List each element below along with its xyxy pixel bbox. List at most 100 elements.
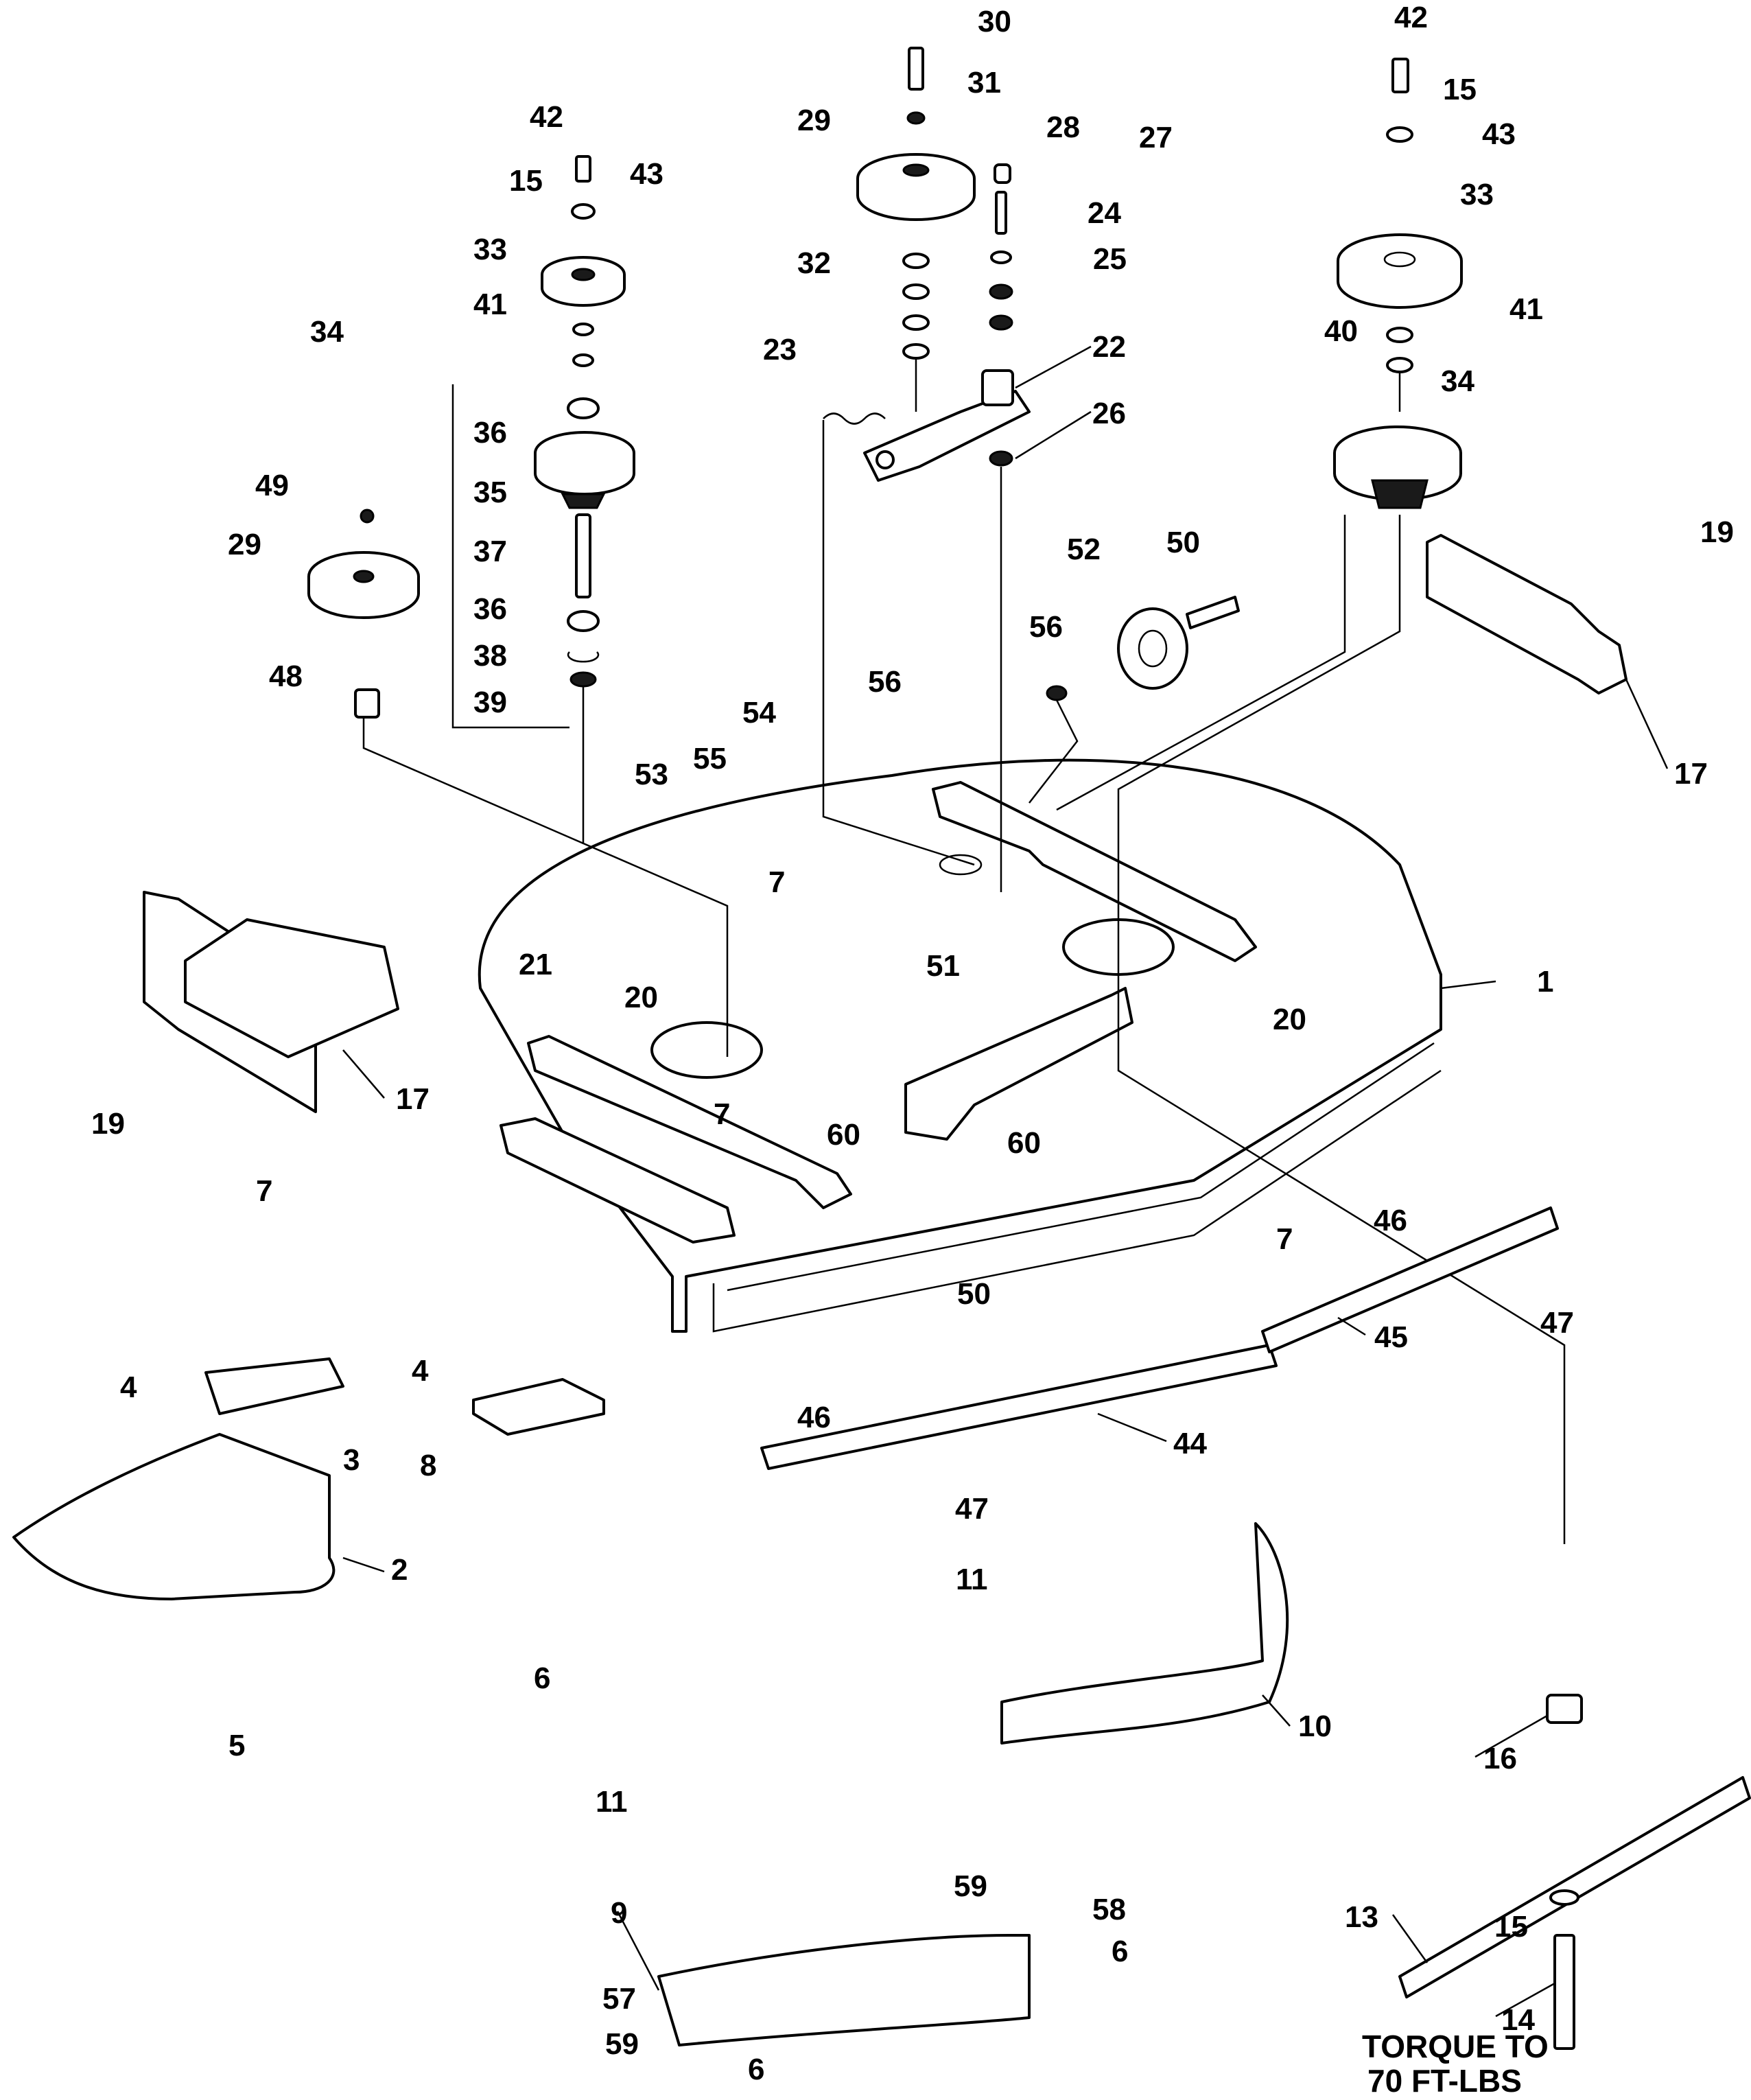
deck-cover-2 (12, 1433, 336, 1600)
callout-55: 55 (693, 742, 727, 775)
rear-baffle-9 (657, 1934, 1031, 2046)
callout-45: 45 (1374, 1320, 1408, 1354)
callout-56b: 56 (1029, 610, 1063, 644)
deck-front-bracket-left (500, 1035, 852, 1244)
callout-43b: 43 (1482, 117, 1516, 151)
front-baffle-45 (1261, 1206, 1559, 1353)
rear-baffle-10 (1000, 1522, 1289, 1745)
side-bracket-left-17 (143, 891, 399, 1113)
right-spindle-stack (1056, 58, 1566, 1544)
callout-6b: 6 (1112, 1935, 1128, 1968)
callout-25: 25 (1093, 242, 1127, 276)
callout-37: 37 (473, 535, 507, 568)
callout-39: 39 (473, 686, 507, 719)
callout-6a: 6 (534, 1661, 550, 1695)
callout-13: 13 (1345, 1900, 1378, 1934)
callout-60a: 60 (827, 1118, 860, 1152)
callout-49: 49 (255, 469, 289, 502)
callout-29b: 29 (228, 528, 261, 561)
callout-41b: 41 (1509, 292, 1543, 326)
center-idler-stack (822, 47, 1013, 892)
callout-16: 16 (1483, 1742, 1517, 1775)
callout-47b: 47 (955, 1492, 989, 1526)
callout-47a: 47 (1540, 1306, 1574, 1340)
callout-32: 32 (797, 246, 831, 280)
callout-35: 35 (473, 476, 507, 509)
callout-10: 10 (1298, 1710, 1332, 1743)
callout-3: 3 (343, 1443, 360, 1477)
deck-rear-bracket-right (904, 781, 1257, 1141)
callout-52: 52 (1067, 533, 1101, 566)
callout-30: 30 (978, 5, 1011, 38)
idler-pulley-52 (1029, 596, 1240, 804)
callout-23: 23 (763, 333, 797, 366)
callout-22: 22 (1092, 330, 1126, 364)
callout-56a: 56 (868, 665, 902, 699)
callout-15b: 15 (1443, 73, 1477, 106)
callout-54: 54 (742, 696, 776, 730)
callout-57: 57 (602, 1982, 636, 2016)
callout-7c: 7 (714, 1097, 730, 1131)
callout-46a: 46 (1374, 1204, 1407, 1237)
callout-53: 53 (635, 758, 668, 791)
torque-note-line2: 70 FT-LBS (1367, 2063, 1522, 2099)
callout-34b: 34 (1441, 364, 1474, 398)
callout-58: 58 (1092, 1893, 1126, 1926)
callout-51: 51 (926, 949, 960, 983)
callout-15c: 15 (1494, 1910, 1528, 1944)
bracket-8 (472, 1378, 605, 1436)
front-baffle-44 (760, 1344, 1278, 1470)
callout-28: 28 (1046, 110, 1080, 144)
blade-13 (1398, 1776, 1751, 1998)
callout-44: 44 (1173, 1427, 1207, 1460)
callout-43a: 43 (630, 157, 663, 191)
callout-59b: 59 (605, 2027, 639, 2061)
callout-15a: 15 (509, 164, 543, 198)
callout-36a: 36 (473, 416, 507, 450)
torque-note-line1: TORQUE TO (1362, 2029, 1549, 2064)
callout-24: 24 (1088, 196, 1121, 230)
callout-labels: 1 2 3 4 4 5 6 6 6 7 7 7 7 8 9 10 11 11 1… (91, 1, 1734, 2086)
callout-41a: 41 (473, 288, 507, 321)
deck-shell (478, 758, 1442, 1333)
cover-bracket-3 (204, 1357, 344, 1415)
spacer-16 (1546, 1694, 1583, 1724)
callout-21: 21 (519, 948, 552, 981)
left-spindle-stack (451, 155, 635, 844)
callout-20a: 20 (624, 981, 658, 1014)
callout-8: 8 (420, 1449, 436, 1482)
callout-17a: 17 (1674, 757, 1708, 791)
callout-42a: 42 (530, 100, 563, 134)
callout-19a: 19 (1700, 515, 1734, 549)
callout-4a: 4 (120, 1370, 137, 1404)
callout-4b: 4 (412, 1354, 429, 1388)
callout-50a: 50 (1166, 526, 1200, 559)
callout-33a: 33 (473, 233, 507, 266)
blade-bolt-14 (1549, 1889, 1579, 2050)
callout-7d: 7 (1276, 1222, 1293, 1256)
callout-17b: 17 (396, 1082, 430, 1116)
callout-27: 27 (1139, 121, 1173, 154)
callout-42b: 42 (1394, 1, 1428, 34)
torque-note: TORQUE TO 70 FT-LBS (1362, 2029, 1549, 2099)
left-pulley-29 (307, 509, 729, 1057)
callout-33b: 33 (1460, 178, 1494, 211)
idler-arm-22 (863, 369, 1031, 482)
leader-lines (342, 345, 1669, 2018)
callout-48: 48 (269, 660, 303, 693)
callout-29a: 29 (797, 104, 831, 137)
callout-50b: 50 (957, 1277, 991, 1311)
callout-7b: 7 (768, 865, 785, 899)
callout-38: 38 (473, 639, 507, 673)
side-bracket-right-17 (1426, 534, 1627, 695)
callout-59a: 59 (954, 1869, 987, 1903)
callout-36b: 36 (473, 592, 507, 626)
callout-20b: 20 (1273, 1003, 1306, 1036)
callout-19b: 19 (91, 1107, 125, 1141)
callout-11a: 11 (956, 1563, 988, 1596)
callout-1: 1 (1537, 965, 1553, 999)
callout-60b: 60 (1007, 1126, 1041, 1160)
callout-5: 5 (228, 1729, 245, 1762)
callout-7a: 7 (256, 1174, 272, 1208)
